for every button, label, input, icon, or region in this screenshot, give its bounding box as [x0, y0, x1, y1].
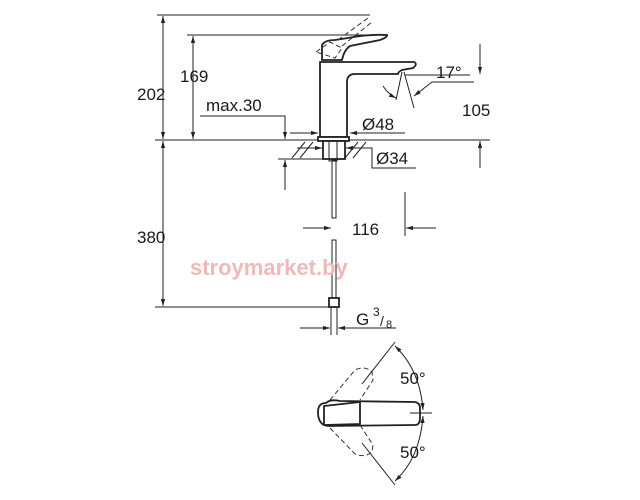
outlet-height-label: 105	[462, 101, 490, 120]
angle-arrow-right	[413, 81, 474, 97]
connection-denominator: 8	[386, 319, 392, 331]
spout-angle-label: 17°	[436, 63, 462, 82]
watermark: stroymarket.by	[190, 255, 349, 280]
angle-arrow-left	[382, 85, 397, 99]
angle-down-arc	[394, 415, 425, 482]
connection-numerator: 3	[373, 305, 380, 319]
projection-label: 116	[352, 220, 379, 239]
max-deck-thickness-label: max.30	[206, 96, 262, 115]
angle-up-arc	[394, 345, 425, 411]
diameter-34-label: Ø34	[376, 149, 408, 168]
handle-angle-up-label: 50°	[400, 369, 426, 388]
supply-hose	[328, 159, 340, 335]
dimension-380-label: 380	[137, 228, 165, 247]
dimension-169-label: 169	[180, 67, 208, 86]
faucet-side-view	[314, 17, 417, 162]
connection-thread-label: G	[356, 310, 369, 329]
diameter-48-label: Ø48	[362, 115, 394, 134]
handle-angle-down-label: 50°	[400, 443, 426, 462]
connection-slash: /	[380, 313, 384, 329]
dia34-leader	[365, 147, 416, 169]
handle-top-view	[317, 341, 432, 486]
dimension-202-label: 202	[137, 85, 165, 104]
max-deck-arrow	[200, 115, 288, 139]
